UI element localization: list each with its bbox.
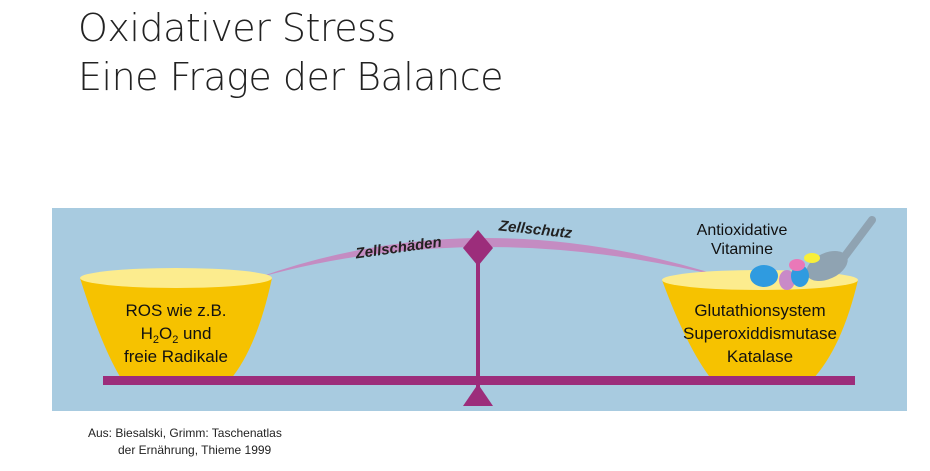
right-bowl-line-1: Glutathionsystem (694, 301, 825, 320)
right-bowl-line-3: Katalase (727, 347, 793, 366)
left-bowl-rim (80, 268, 272, 288)
balance-pointer-diamond (463, 230, 493, 266)
left-bowl-line-3: freie Radikale (124, 347, 228, 366)
left-bowl (80, 278, 272, 380)
right-bowl (662, 280, 858, 380)
source-citation: Aus: Biesalski, Grimm: Taschenatlas der … (88, 425, 282, 459)
left-bowl-line-1: ROS wie z.B. (125, 301, 226, 320)
balance-diagram: Zellschäden Zellschutz ROS wie z.B. H2O2… (52, 208, 907, 411)
balance-arc (257, 238, 727, 278)
spoon-label-line-2: Vitamine (711, 241, 773, 258)
slide-title: Oxidativer Stress Eine Frage der Balance (78, 4, 503, 102)
spoon-label-line-1: Antioxidative (697, 222, 788, 239)
right-bowl-line-2: Superoxiddismutase (683, 324, 837, 343)
source-line-1: Aus: Biesalski, Grimm: Taschenatlas (88, 426, 282, 440)
source-line-2: der Ernährung, Thieme 1999 (118, 443, 272, 457)
left-bowl-formula: H2O2 und (141, 324, 212, 346)
title-line-2: Eine Frage der Balance (78, 55, 503, 99)
balance-post (476, 248, 480, 388)
balance-beam (103, 376, 855, 385)
vitamin-drops-icon (750, 253, 820, 290)
balance-base (463, 384, 493, 406)
title-line-1: Oxidativer Stress (78, 6, 396, 50)
